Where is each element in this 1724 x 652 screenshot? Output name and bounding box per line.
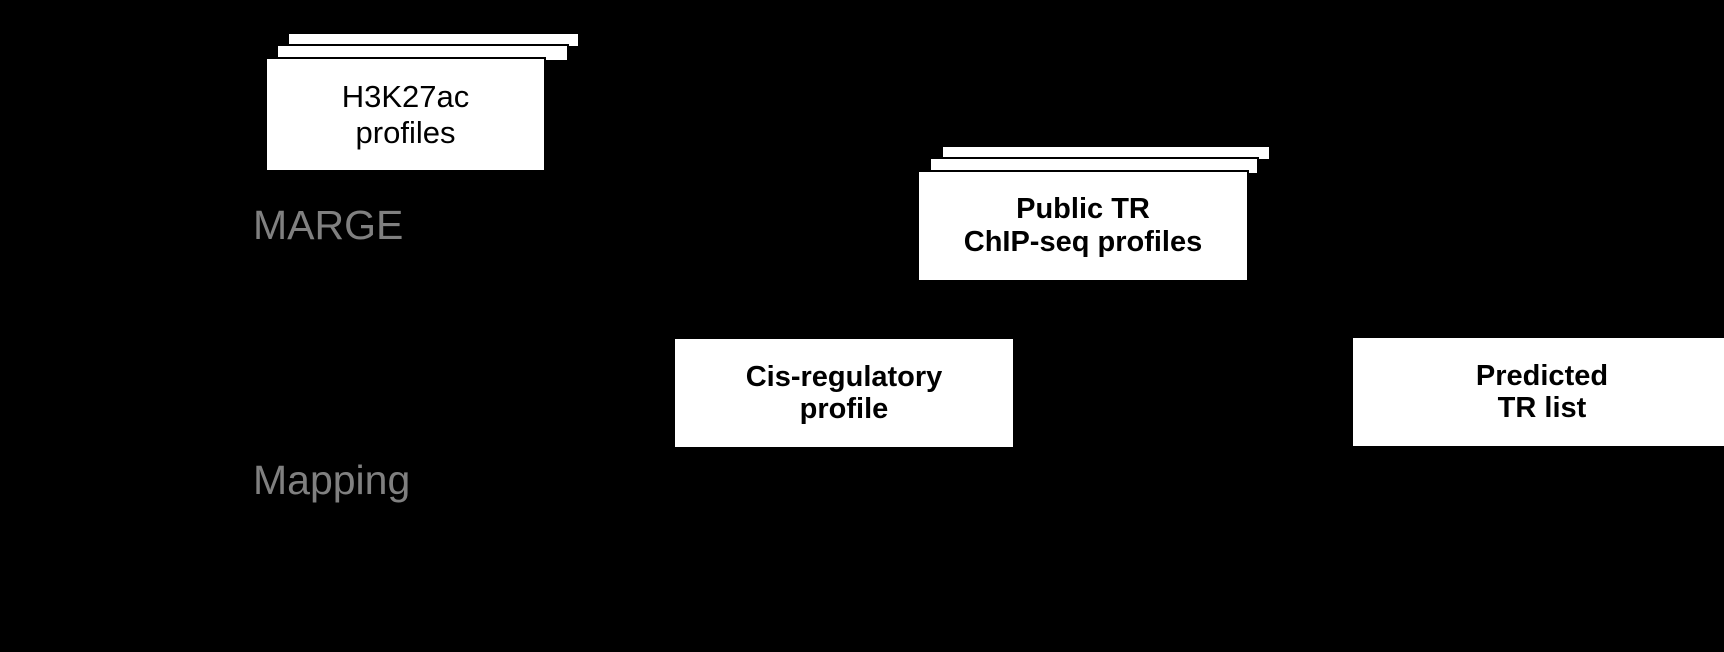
stage-label-marge: MARGE [253,202,404,248]
node-label-cis-regulatory-profile: Cis-regulatory profile [745,360,943,425]
node-h3k27ac-profiles[interactable]: H3K27ac profiles [265,32,580,172]
node-predicted-tr-list[interactable]: Predicted TR list [1353,338,1724,446]
node-label-public-tr-chipseq-profiles: Public TR ChIP-seq profiles [917,170,1249,282]
node-cis-regulatory-profile[interactable]: Cis-regulatory profile [675,339,1013,447]
node-public-tr-chipseq-profiles[interactable]: Public TR ChIP-seq profiles [917,145,1277,282]
stage-label-mapping: Mapping [253,457,411,503]
node-label-predicted-tr-list: Predicted TR list [1475,359,1609,424]
node-label-h3k27ac-profiles: H3K27ac profiles [265,57,546,172]
